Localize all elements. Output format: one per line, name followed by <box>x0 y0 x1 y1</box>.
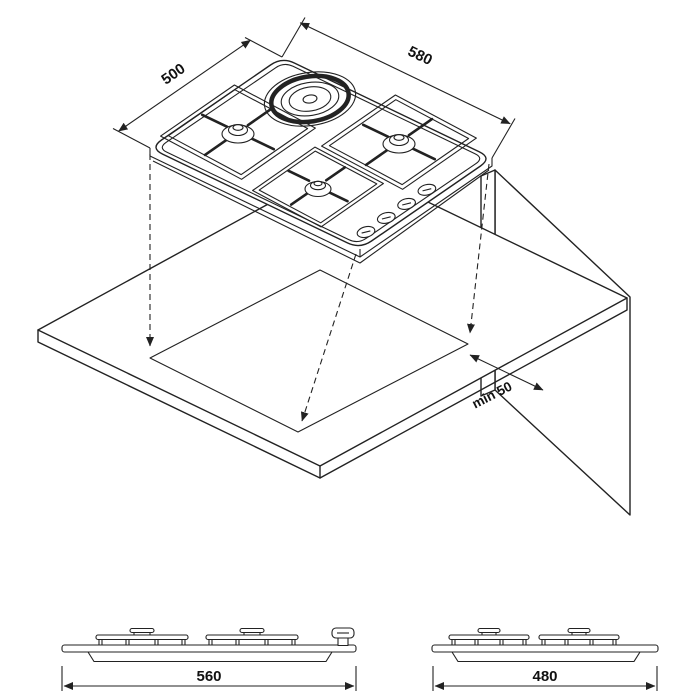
hob-inner-rim <box>161 63 481 243</box>
worktop-cutout <box>149 269 469 433</box>
knob-icon <box>376 211 396 224</box>
dimension-480-label: 480 <box>532 668 557 685</box>
front-elevation-drawing <box>61 627 357 663</box>
side-elevation-drawing <box>431 627 659 663</box>
knob-icon <box>417 183 437 196</box>
worktop <box>37 161 628 479</box>
knob-icon <box>356 225 376 239</box>
front-elevation: 560 <box>61 627 357 691</box>
dimension-480: 480 <box>432 666 658 691</box>
burner-right <box>382 133 416 154</box>
knob-profile-icon <box>331 627 355 647</box>
burner-left <box>221 123 255 144</box>
dimension-580-label: 580 <box>405 43 435 69</box>
burner-front <box>304 180 332 198</box>
control-knobs <box>356 183 437 239</box>
pan-support-front <box>252 146 384 228</box>
dimension-560: 560 <box>61 666 357 691</box>
dimension-500-label: 500 <box>158 60 188 88</box>
side-elevation: 480 <box>431 627 659 691</box>
projection-lines <box>146 154 490 422</box>
hob-body-side <box>149 148 493 264</box>
knob-icon <box>397 197 416 210</box>
dimension-560-label: 560 <box>196 668 221 685</box>
